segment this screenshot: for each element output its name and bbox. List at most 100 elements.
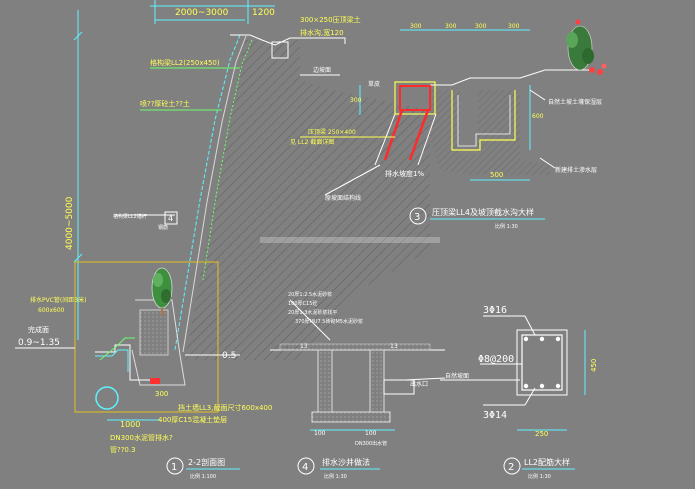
- label-height-dim: 4000~5000: [65, 196, 75, 250]
- d4-left-wall: [317, 349, 333, 413]
- label-tie-beam-ll2: 格构梁LL2(250x450): [150, 58, 220, 67]
- detail-3-cap-beam-drain: 300 300 300 300 500 300 600 草皮 压顶梁 250×4…: [290, 19, 607, 230]
- title-bubble-4: [297, 457, 315, 475]
- d3-drain-channel: [451, 90, 516, 151]
- detail-callout-box: [74, 261, 219, 413]
- d4-base: [311, 411, 391, 423]
- title-scale-3: 比例 1:30: [495, 223, 518, 230]
- title-number-4: 4: [302, 462, 308, 473]
- d3-dim-300d: 300: [508, 23, 520, 30]
- d3-dim-500: 500: [490, 171, 503, 179]
- d3-dim-left: 300: [350, 97, 362, 104]
- d2-label-width: 250: [535, 430, 548, 438]
- d2-rebar-bot-1: [523, 383, 529, 389]
- d2-leader-top-drop: [524, 315, 536, 336]
- d2-label-3phi14: 3Φ14: [483, 410, 507, 421]
- d3-label-soil-water: 新建排土渗水层: [555, 166, 597, 174]
- d2-label-planting: 自然坡面: [445, 372, 469, 380]
- d4-label-a: 20厚1:2.5水泥砂浆: [288, 291, 332, 298]
- d3-label-bed-plant: 自然土坡土壤保湿层: [548, 98, 602, 106]
- d3-leader-4: [539, 157, 556, 169]
- title-scale-4: 比例 1:30: [324, 473, 347, 480]
- d3-dim-right: 600: [532, 113, 544, 120]
- label-cap-beam: 300×250压顶梁土: [300, 15, 361, 24]
- d3-label-water-line: 原坡面结构线: [325, 194, 361, 202]
- title-number-1: 1: [171, 462, 177, 473]
- detail-2-ll2-beam: 3Φ16 Φ8@200 自然坡面 3Φ14 450 250 2 LL2配筋大样 …: [440, 305, 598, 480]
- d3-rebar-leg-1: [383, 109, 404, 161]
- label-600x600: 600x600: [38, 307, 65, 314]
- d4-label-d: 370厚MU7.5砖砌M5水泥砂浆: [295, 318, 363, 325]
- d3-label-slope-grass: 草皮: [368, 80, 380, 88]
- d2-label-3phi16: 3Φ16: [483, 305, 507, 316]
- label-shotcrete: 喷??厚砼土??土: [140, 99, 190, 108]
- title-text-1: 2-2剖面图: [188, 457, 225, 467]
- d2-rebar-bot-3: [555, 383, 561, 389]
- d3-cap-beam-box: [394, 81, 436, 115]
- top-ground-line: [300, 37, 346, 44]
- d3-slope-line-2: [417, 113, 437, 166]
- title-bubble-1: [166, 457, 184, 475]
- label-dn300-pipe: DN300水泥管排水?: [110, 433, 173, 442]
- label-0-5: 0.5: [222, 351, 236, 361]
- d3-dim-300a: 300: [410, 23, 422, 30]
- d3-soil-hatch: [430, 90, 550, 175]
- d4-label-b: 100厚C15砼: [288, 300, 317, 307]
- title-scale-2: 比例 1:30: [528, 473, 551, 480]
- title-number-2: 2: [508, 462, 514, 473]
- d2-stirrup: [521, 334, 563, 391]
- label-existing-slope: 边坡面: [313, 66, 331, 74]
- d4-label-pipe-spec: DN300出水管: [355, 440, 387, 447]
- label-drain-ditch: 排水沟,宽120: [300, 28, 344, 37]
- drain-base-outline: [95, 344, 152, 381]
- crown-line: [230, 34, 300, 46]
- d4-right-wall: [369, 349, 385, 413]
- label-retaining-wall: 挡土墙LL3,截面尺寸600x400: [178, 403, 272, 412]
- soil-mass-hatch: [185, 40, 430, 360]
- d4-leader-1: [289, 299, 331, 341]
- d4-leader-2: [404, 377, 446, 381]
- d3-label-cap-size: 压顶梁 250×400: [308, 128, 356, 136]
- d4-label-dim-100b: 100: [365, 430, 377, 437]
- marker-box: [164, 211, 178, 225]
- d2-rebar-top-2: [539, 336, 545, 342]
- tree-icon: [151, 267, 173, 316]
- d4-label-pipe: 出水口: [410, 380, 428, 388]
- title-number-3: 3: [414, 212, 420, 223]
- dim-tick-b: [73, 253, 83, 263]
- label-dim-1000: 1000: [120, 420, 140, 429]
- d2-leader-bottom-rise: [524, 387, 536, 406]
- title-text-3: 压顶梁LL4及坡顶截水沟大样: [432, 207, 534, 217]
- d2-label-height: 450: [590, 359, 598, 372]
- label-pipe-note: 排水PVC管(间距3米): [30, 296, 86, 304]
- drain-cyan-line: [95, 349, 129, 372]
- d3-leader-3: [529, 89, 546, 101]
- d4-label-dim-13a: 13: [300, 343, 308, 350]
- label-marker-4: 4: [168, 214, 173, 223]
- d4-label-dim-13b: 13: [390, 343, 398, 350]
- d3-rebar-leg-2: [408, 109, 430, 161]
- section-2-2: 2000~3000 1200 300×250压顶梁土 排水沟,宽120 格构梁L…: [15, 0, 430, 480]
- d2-label-stirrup: Φ8@200: [478, 354, 514, 365]
- label-anchor-note: 格构梁LL2锚杆: [113, 213, 147, 220]
- top-drain-ditch: [271, 41, 289, 59]
- d3-dim-300b: 300: [445, 23, 457, 30]
- dn300-pipe: [95, 386, 119, 410]
- title-text-2: LL2配筋大样: [524, 457, 570, 467]
- d3-drain-inner: [457, 95, 511, 147]
- d3-leader-2: [324, 164, 381, 196]
- planter-fill: [139, 309, 169, 356]
- label-slope-0-3: 管??0.3: [110, 445, 136, 454]
- d2-rebar-bot-2: [539, 383, 545, 389]
- label-anchor-sub: 钢筋: [158, 224, 168, 231]
- d4-pipe-box: [383, 379, 415, 395]
- d3-dim-300c: 300: [475, 23, 487, 30]
- label-elevation-value: 0.9~1.35: [18, 338, 60, 348]
- d3-slope-line: [374, 113, 396, 166]
- title-bubble-3: [409, 207, 427, 225]
- d2-rebar-top-3: [555, 336, 561, 342]
- d4-paving: [279, 343, 431, 351]
- shrub-icon: [566, 19, 607, 75]
